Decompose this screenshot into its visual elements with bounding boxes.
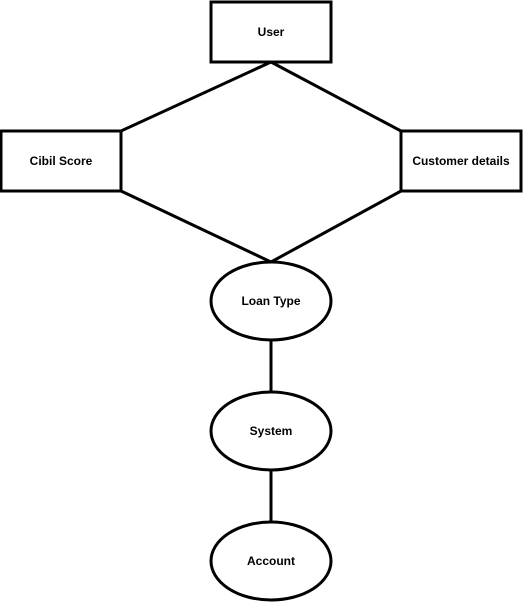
node-customer-details-shape [399, 129, 523, 193]
node-cibil-score-label: Cibil Score [30, 154, 93, 168]
node-loan-type[interactable]: Loan Type [209, 260, 333, 342]
edge-cibil-score-to-loan-type [119, 189, 273, 264]
node-customer-details[interactable]: Customer details [399, 129, 523, 193]
node-loan-type-label: Loan Type [241, 294, 300, 308]
edge-user-to-cibil-score [119, 60, 273, 133]
edge-customer-details-to-loan-type [269, 189, 403, 264]
node-user-label: User [258, 25, 285, 39]
node-account-label: Account [247, 554, 295, 568]
node-account-shape [209, 520, 333, 602]
node-system-label: System [250, 424, 293, 438]
node-cibil-score[interactable]: Cibil Score [0, 129, 123, 193]
edge-user-to-customer-details [269, 60, 403, 133]
node-loan-type-shape [209, 260, 333, 342]
node-account[interactable]: Account [209, 520, 333, 602]
node-system[interactable]: System [209, 390, 333, 472]
node-user-shape [209, 0, 333, 64]
node-cibil-score-shape [0, 129, 123, 193]
node-system-shape [209, 390, 333, 472]
node-user[interactable]: User [209, 0, 333, 64]
node-customer-details-label: Customer details [412, 154, 510, 168]
